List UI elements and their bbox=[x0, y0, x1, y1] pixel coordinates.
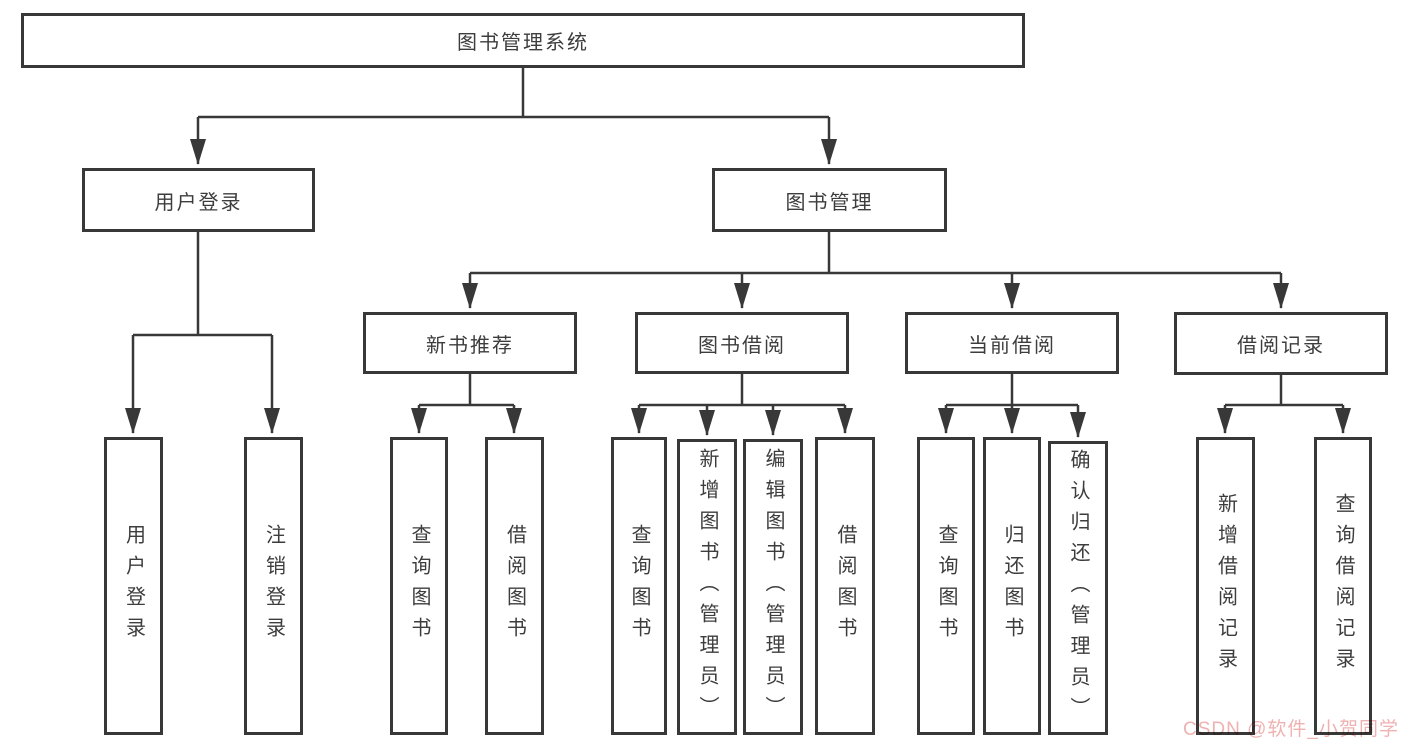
leaf-query-borrow-record-label: 查询借阅记录 bbox=[1332, 493, 1354, 679]
node-user-login: 用户登录 bbox=[82, 168, 315, 232]
leaf-add-books-admin-label: 新增图书（管理员） bbox=[696, 447, 718, 727]
leaf-edit-books-admin-label: 编辑图书（管理员） bbox=[762, 447, 784, 727]
leaf-add-books-admin: 新增图书（管理员） bbox=[677, 439, 737, 735]
leaf-add-borrow-record: 新增借阅记录 bbox=[1196, 437, 1255, 735]
leaf-borrow-books: 借阅图书 bbox=[815, 437, 875, 735]
leaf-query-books-recommend: 查询图书 bbox=[390, 437, 448, 735]
leaf-user-login-label: 用户登录 bbox=[122, 524, 145, 648]
leaf-return-books: 归还图书 bbox=[983, 437, 1041, 735]
node-library-system: 图书管理系统 bbox=[21, 13, 1025, 68]
leaf-add-borrow-record-label: 新增借阅记录 bbox=[1214, 493, 1237, 679]
leaf-confirm-return-admin-label: 确认归还（管理员） bbox=[1067, 448, 1089, 728]
leaf-query-books-recommend-label: 查询图书 bbox=[408, 524, 430, 648]
leaf-logout-login-label: 注销登录 bbox=[262, 524, 285, 648]
node-current-borrow: 当前借阅 bbox=[905, 312, 1119, 374]
leaf-borrow-books-recommend-label: 借阅图书 bbox=[503, 524, 526, 648]
node-book-borrow: 图书借阅 bbox=[635, 312, 849, 374]
watermark: CSDN @软件_小贺同学 bbox=[1183, 719, 1399, 740]
leaf-query-borrow-record: 查询借阅记录 bbox=[1314, 437, 1372, 735]
node-book-management: 图书管理 bbox=[712, 168, 947, 232]
leaf-borrow-books-recommend: 借阅图书 bbox=[485, 437, 544, 735]
leaf-query-books-current: 查询图书 bbox=[917, 437, 975, 735]
node-borrow-records: 借阅记录 bbox=[1174, 312, 1388, 375]
leaf-return-books-label: 归还图书 bbox=[1001, 524, 1023, 648]
leaf-query-books-borrow: 查询图书 bbox=[611, 437, 667, 735]
leaf-logout-login: 注销登录 bbox=[244, 437, 303, 735]
leaf-user-login: 用户登录 bbox=[104, 437, 163, 735]
leaf-query-books-borrow-label: 查询图书 bbox=[628, 524, 650, 648]
leaf-borrow-books-label: 借阅图书 bbox=[834, 524, 856, 648]
leaf-edit-books-admin: 编辑图书（管理员） bbox=[743, 439, 803, 735]
node-new-book-recommend: 新书推荐 bbox=[363, 312, 577, 374]
leaf-confirm-return-admin: 确认归还（管理员） bbox=[1048, 441, 1108, 735]
leaf-query-books-current-label: 查询图书 bbox=[935, 524, 957, 648]
